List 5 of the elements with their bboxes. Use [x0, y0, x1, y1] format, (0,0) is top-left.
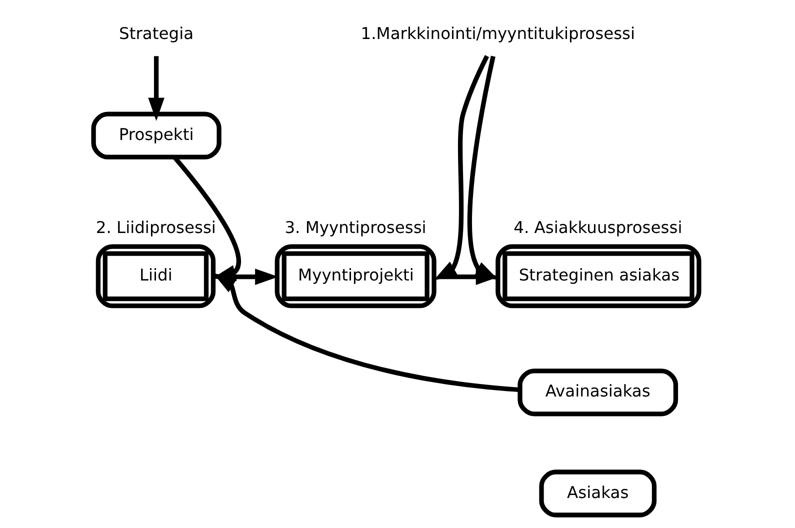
node-label: 2. Liidiprosessi	[95, 218, 216, 237]
node-label: 3. Myyntiprosessi	[284, 218, 426, 237]
node-label: 4. Asiakkuusprosessi	[513, 218, 682, 237]
node-text: 1.Markkinointi/myyntitukiprosessi	[360, 24, 635, 43]
node-text: Strategia	[118, 24, 194, 43]
